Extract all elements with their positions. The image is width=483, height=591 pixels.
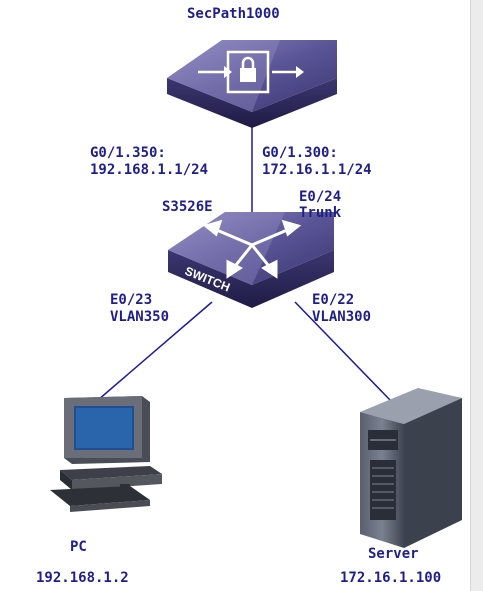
pc-link-vlan: VLAN350 bbox=[110, 309, 170, 325]
pc-name: PC bbox=[70, 539, 87, 555]
topology-canvas: SWITCH bbox=[0, 0, 470, 591]
server-link-vlan: VLAN300 bbox=[312, 309, 372, 325]
server-ip: 172.16.1.100 bbox=[340, 570, 442, 586]
firewall-left-port: G0/1.350: bbox=[90, 145, 166, 161]
vertical-scrollbar[interactable] bbox=[470, 0, 483, 591]
firewall-name: SecPath1000 bbox=[187, 6, 280, 22]
link-switch-server bbox=[294, 301, 391, 401]
switch-icon: SWITCH bbox=[168, 212, 334, 308]
server-link-port: E0/22 bbox=[312, 292, 355, 308]
uplink-port: E0/24 bbox=[299, 189, 342, 205]
server-icon bbox=[360, 388, 462, 548]
server-name: Server bbox=[368, 546, 419, 562]
topology-diagram: SWITCH bbox=[50, 40, 462, 548]
firewall-icon bbox=[167, 40, 337, 128]
pc-link-port: E0/23 bbox=[110, 292, 153, 308]
firewall-left-ip: 192.168.1.1/24 bbox=[90, 162, 209, 178]
uplink-mode: Trunk bbox=[299, 205, 342, 221]
link-switch-pc bbox=[97, 301, 213, 401]
pc-icon bbox=[50, 396, 162, 512]
switch-name: S3526E bbox=[162, 199, 213, 215]
firewall-right-ip: 172.16.1.1/24 bbox=[262, 162, 372, 178]
pc-ip: 192.168.1.2 bbox=[36, 570, 129, 586]
firewall-right-port: G0/1.300: bbox=[262, 145, 338, 161]
